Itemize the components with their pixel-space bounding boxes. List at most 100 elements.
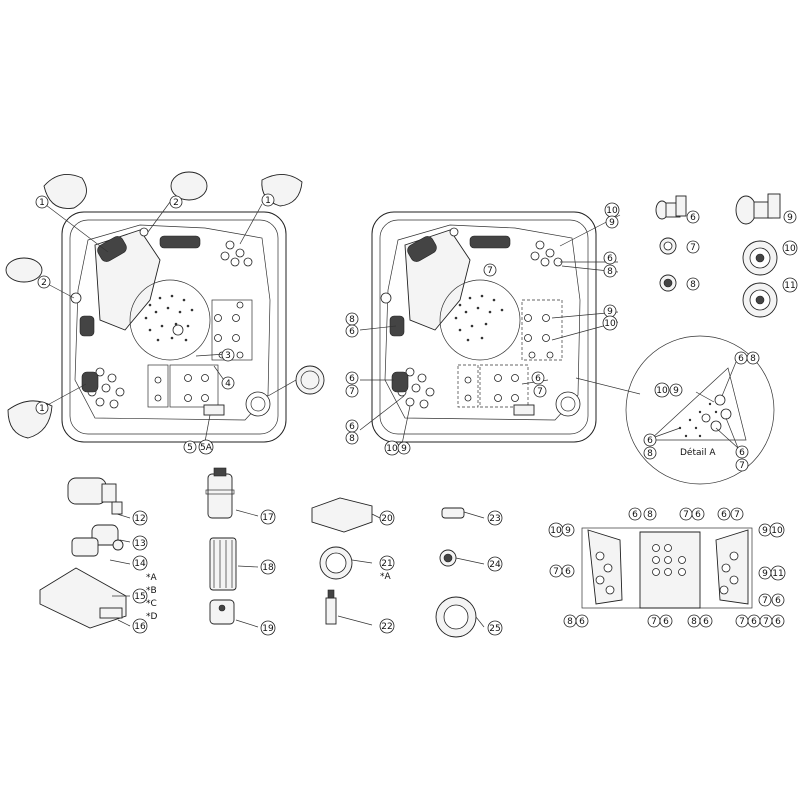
callout-p10: 10 (782, 240, 798, 256)
callout-number: 7 (690, 243, 696, 253)
callout-number: 6 (535, 374, 541, 384)
callout-c10t: 10 (604, 202, 620, 218)
callout-number: 3 (225, 351, 231, 361)
callout-b7g: 7 (759, 614, 773, 628)
callout-number: 7 (537, 387, 543, 397)
callout-p6: 6 (686, 210, 700, 224)
callout-number: 7 (553, 567, 559, 577)
callout-b6d: 6 (691, 507, 705, 521)
variant-a21: *A (380, 572, 392, 582)
callout-c2a: 2 (169, 195, 183, 209)
variant-c: *C (146, 599, 157, 609)
callout-da6c: 6 (735, 445, 749, 459)
callout-b8a: 8 (563, 614, 577, 628)
callout-number: 7 (487, 266, 493, 276)
callout-b7d: 7 (758, 593, 772, 607)
callout-da6b: 6 (643, 433, 657, 447)
callout-b6h: 6 (699, 614, 713, 628)
callout-da8b: 8 (643, 446, 657, 460)
callout-b10c: 10 (769, 522, 785, 538)
callout-b7f: 7 (735, 614, 749, 628)
callout-number: 10 (550, 526, 562, 536)
callout-c6l: 6 (345, 324, 359, 338)
callout-number: 6 (739, 448, 745, 458)
callout-number: 7 (739, 617, 745, 627)
callout-c2b: 2 (37, 275, 51, 289)
callout-p23: 23 (487, 510, 503, 526)
callout-b9c: 9 (758, 523, 772, 537)
callout-number: 9 (673, 386, 679, 396)
callout-b7b: 7 (679, 507, 693, 521)
callout-number: 6 (663, 617, 669, 627)
callout-b6b: 6 (575, 614, 589, 628)
callout-p24: 24 (487, 556, 503, 572)
callout-number: 6 (775, 617, 781, 627)
callout-da9: 9 (669, 383, 683, 397)
callout-number: 6 (647, 436, 653, 446)
callout-number: 8 (647, 449, 653, 459)
callout-p22: 22 (379, 618, 395, 634)
callout-number: 12 (134, 514, 145, 524)
callout-p18: 18 (260, 559, 276, 575)
callout-number: 18 (262, 563, 274, 573)
callout-number: 8 (690, 280, 696, 290)
callout-b6g: 6 (659, 614, 673, 628)
callout-number: 10 (784, 244, 796, 254)
spa-right (359, 211, 641, 445)
callout-number: 6 (695, 510, 701, 520)
spa-left (5, 171, 325, 448)
callout-b7a: 7 (549, 564, 563, 578)
callout-number: 2 (41, 278, 47, 288)
callout-number: 8 (647, 510, 653, 520)
callout-number: 6 (738, 354, 744, 364)
footwell-jet-plate (129, 279, 211, 361)
callout-c5A: 5A (198, 439, 214, 455)
callout-number: 7 (762, 596, 768, 606)
callout-number: 11 (784, 281, 795, 291)
callout-number: 6 (349, 327, 355, 337)
callout-c4: 4 (221, 376, 235, 390)
callout-b7e: 7 (647, 614, 661, 628)
detail-a: Détail A (625, 335, 775, 485)
callout-number: 8 (750, 354, 756, 364)
callout-c1a: 1 (35, 195, 49, 209)
callout-da7c: 7 (735, 458, 749, 472)
callout-c3: 3 (221, 348, 235, 362)
callout-number: 6 (607, 254, 613, 264)
callout-b9d: 9 (758, 566, 772, 580)
callout-number: 10 (771, 526, 783, 536)
callout-number: 6 (690, 213, 696, 223)
callout-b8c: 8 (687, 614, 701, 628)
callout-number: 7 (651, 617, 657, 627)
callout-number: 6 (565, 567, 571, 577)
callout-number: 6 (775, 596, 781, 606)
callout-number: 4 (225, 379, 231, 389)
callout-c5: 5 (183, 440, 197, 454)
callout-p19: 19 (260, 620, 276, 636)
callout-number: 9 (565, 526, 571, 536)
callout-c9b: 9 (397, 441, 411, 455)
callout-number: 11 (772, 569, 783, 579)
callout-c10r: 10 (602, 315, 618, 331)
callout-p15: 15 (132, 588, 148, 604)
callout-number: 5A (200, 443, 213, 453)
callout-b6j: 6 (771, 614, 785, 628)
callout-p20: 20 (379, 510, 395, 526)
callout-p11: 11 (782, 277, 798, 293)
callout-c9r: 9 (603, 304, 617, 318)
callout-c8l: 8 (345, 312, 359, 326)
callout-number: 1 (39, 198, 45, 208)
callout-da10: 10 (654, 382, 670, 398)
callout-number: 15 (134, 592, 145, 602)
equipment-parts (39, 467, 485, 638)
variant-d: *D (146, 612, 158, 622)
callout-number: 6 (751, 617, 757, 627)
callout-number: 7 (763, 617, 769, 627)
callout-p17: 17 (260, 509, 276, 525)
callout-number: 8 (349, 315, 355, 325)
callout-b6e: 6 (717, 507, 731, 521)
callout-number: 16 (134, 622, 146, 632)
callout-p25: 25 (487, 620, 503, 636)
